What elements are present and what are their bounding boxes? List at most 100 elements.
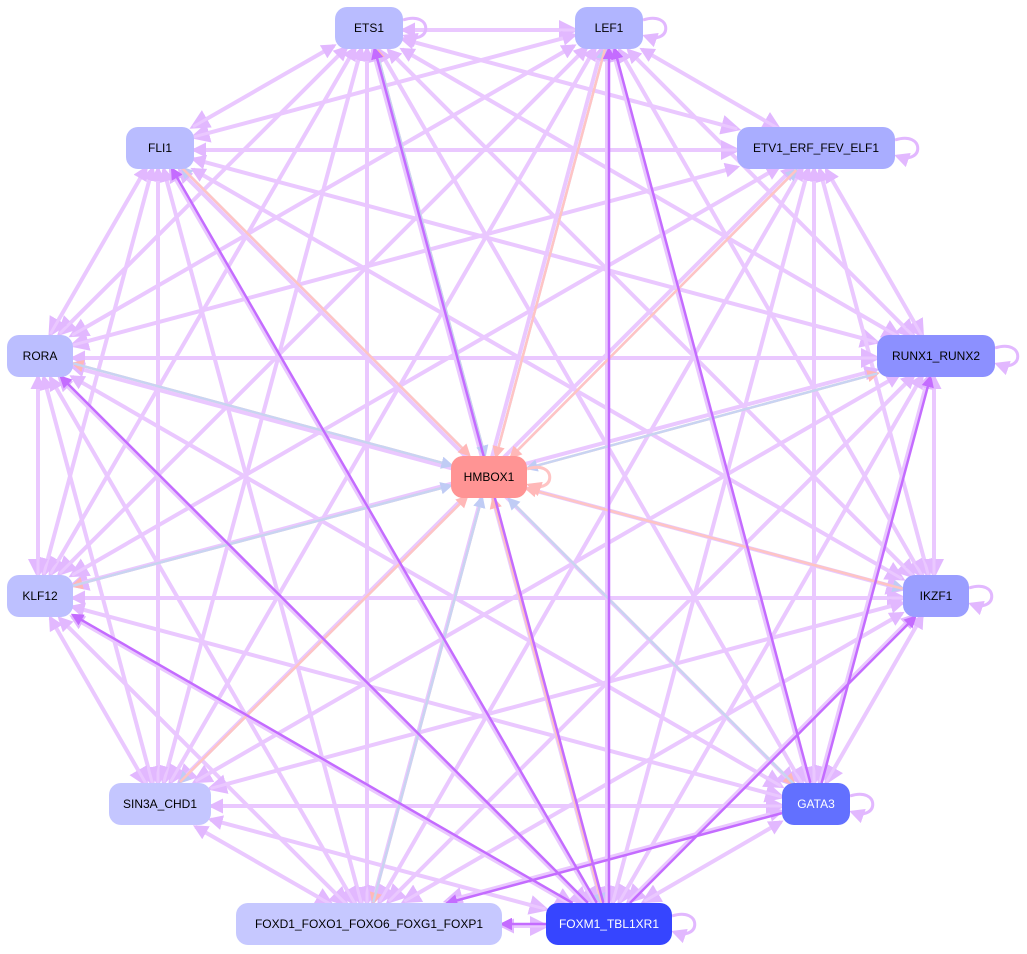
edge-gata3-to-foxd1: [444, 811, 783, 907]
node-label: RORA: [23, 349, 58, 363]
edge-lef1-to-hmbox1: [492, 49, 607, 459]
edge-klf12-to-fli1: [42, 165, 157, 575]
edge-gata3-to-ets1: [377, 47, 804, 785]
node-gata3[interactable]: GATA3: [782, 783, 850, 825]
edge-gata3-to-runx1: [820, 374, 934, 784]
node-label: FLI1: [148, 141, 172, 155]
node-box: [737, 127, 895, 169]
node-label: RUNX1_RUNX2: [892, 349, 980, 363]
edge-rora-to-etv1: [72, 162, 741, 347]
self-loop-ets1: [402, 16, 428, 48]
edge-foxm1-to-klf12: [70, 613, 574, 905]
node-label: FOXD1_FOXO1_FOXO6_FOXG1_FOXP1: [255, 917, 483, 931]
edge-foxd1-to-klf12: [57, 616, 348, 906]
edge-ikzf1-to-hmbox1: [524, 485, 903, 590]
edge-ikzf1-to-ets1: [386, 48, 915, 578]
edge-klf12-to-hmbox1: [72, 482, 454, 588]
node-label: ETS1: [354, 21, 384, 35]
edge-foxm1-to-rora: [59, 375, 589, 904]
edge-sin3a-to-ikzf1: [210, 598, 906, 790]
edge-foxm1-to-etv1: [611, 165, 813, 903]
node-box: [126, 127, 194, 169]
edge-foxd1-to-runx1: [387, 373, 916, 903]
node-label: KLF12: [22, 589, 58, 603]
node-label: FOXM1_TBL1XR1: [559, 917, 659, 931]
edge-gata3-to-lef1: [608, 46, 810, 784]
edge-foxd1-to-gata3: [446, 807, 785, 903]
edge-runx1-to-etv1: [824, 167, 924, 337]
node-box: [546, 903, 672, 945]
node-box: [903, 575, 969, 617]
edge-gata3-to-runx1: [818, 373, 933, 783]
node-box: [236, 903, 502, 945]
edge-fli1-to-ets1: [192, 44, 337, 129]
edge-rora-to-hmbox1: [73, 362, 454, 469]
node-label: ETV1_ERF_FEV_ELF1: [753, 141, 879, 155]
node-foxd1[interactable]: FOXD1_FOXO1_FOXO6_FOXG1_FOXP1: [236, 903, 502, 945]
edge-runx1-to-lef1: [626, 48, 915, 338]
edge-foxm1-to-sin3a: [207, 815, 546, 911]
node-runx1[interactable]: RUNX1_RUNX2: [877, 335, 995, 377]
edge-rora-to-fli1: [49, 165, 148, 335]
node-fli1[interactable]: FLI1: [126, 127, 194, 169]
edge-sin3a-to-runx1: [194, 373, 902, 783]
node-rora[interactable]: RORA: [7, 335, 73, 377]
edge-gata3-to-rora: [69, 375, 782, 788]
node-box: [877, 335, 995, 377]
edge-foxd1-to-sin3a: [192, 825, 333, 907]
edge-foxm1-to-klf12: [69, 615, 573, 907]
edge-sin3a-to-lef1: [169, 45, 597, 783]
node-label: LEF1: [595, 21, 624, 35]
node-lef1[interactable]: LEF1: [575, 7, 643, 49]
edge-fli1-to-hmbox1: [181, 167, 471, 457]
node-foxm1[interactable]: FOXM1_TBL1XR1: [546, 903, 672, 945]
node-label: GATA3: [797, 797, 835, 811]
self-loop-foxm1: [671, 912, 697, 944]
node-ets1[interactable]: ETS1: [335, 7, 403, 49]
node-etv1[interactable]: ETV1_ERF_FEV_ELF1: [737, 127, 895, 169]
edge-foxd1-to-etv1: [378, 165, 804, 903]
node-box: [109, 783, 211, 825]
edge-runx1-to-fli1: [190, 154, 877, 344]
edge-etv1-to-lef1: [639, 47, 780, 131]
self-loop-ikzf1: [968, 584, 994, 616]
self-loop-etv1: [894, 136, 920, 168]
node-sin3a[interactable]: SIN3A_CHD1: [109, 783, 211, 825]
edge-gata3-to-ikzf1: [825, 613, 924, 783]
node-klf12[interactable]: KLF12: [7, 575, 73, 617]
edge-etv1-to-hmbox1: [509, 169, 798, 459]
edge-gata3-to-lef1: [611, 46, 812, 784]
edge-rora-to-lef1: [71, 44, 577, 337]
self-loop-lef1: [642, 16, 668, 48]
edge-foxm1-to-ikzf1: [627, 613, 916, 903]
edge-foxm1-to-fli1: [168, 167, 597, 905]
node-box: [7, 335, 73, 377]
edge-ets1-to-hmbox1: [374, 48, 489, 459]
node-box: [7, 575, 73, 617]
edge-ikzf1-to-fli1: [190, 167, 903, 580]
edge-foxd1-to-hmbox1: [371, 495, 486, 903]
node-box: [335, 7, 403, 49]
self-loop-gata3: [849, 792, 875, 824]
edges-layer: [28, 16, 1020, 944]
node-label: HMBOX1: [464, 470, 515, 484]
node-box: [575, 7, 643, 49]
node-ikzf1[interactable]: IKZF1: [903, 575, 969, 617]
self-loop-hmbox1: [526, 465, 552, 497]
edge-foxm1-to-ikzf1: [629, 615, 917, 904]
edge-etv1-to-ets1: [399, 34, 738, 131]
edge-runx1-to-hmbox1: [524, 372, 878, 472]
edge-foxm1-to-hmbox1: [489, 495, 604, 904]
edge-foxm1-to-fli1: [170, 166, 598, 904]
edge-foxm1-to-gata3: [643, 820, 784, 903]
self-loop-runx1: [994, 344, 1020, 376]
node-box: [451, 456, 527, 498]
node-label: IKZF1: [920, 589, 953, 603]
edge-sin3a-to-klf12: [48, 615, 148, 785]
node-box: [782, 783, 850, 825]
node-label: SIN3A_CHD1: [123, 797, 197, 811]
node-hmbox1[interactable]: HMBOX1: [451, 456, 527, 498]
edge-gata3-to-hmbox1: [507, 497, 795, 785]
